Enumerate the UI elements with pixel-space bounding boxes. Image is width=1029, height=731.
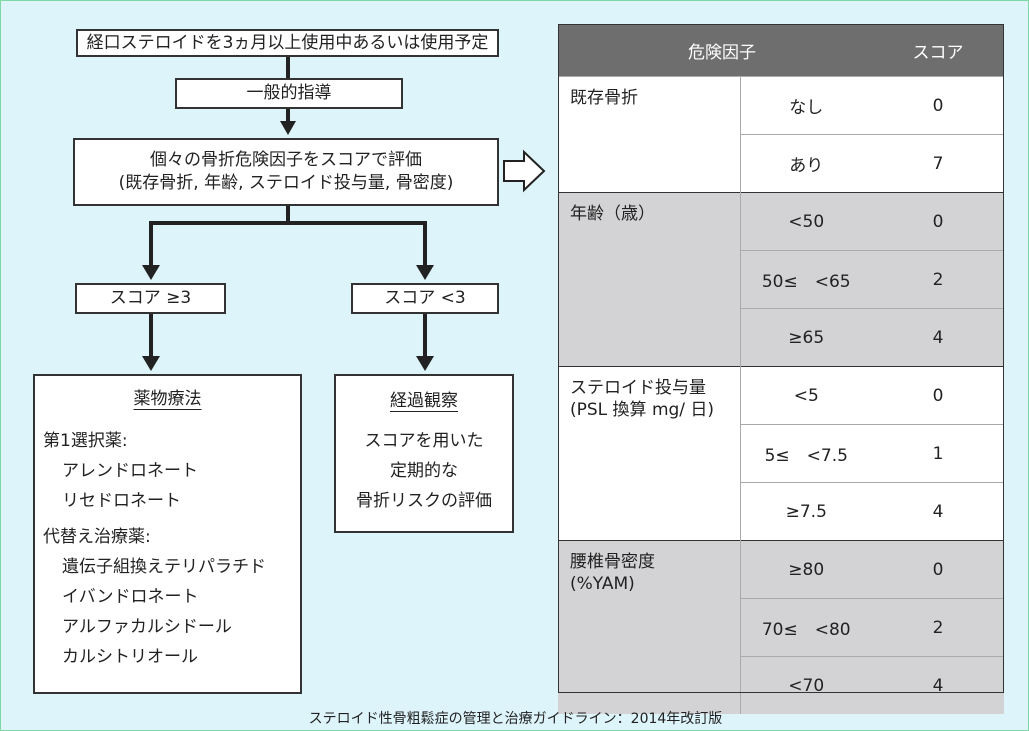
score-cell: 4 <box>872 482 1004 541</box>
score-cell: 0 <box>872 192 1004 251</box>
range-cell: ≥7.5 <box>740 482 872 541</box>
range-cell: 70≤ <80 <box>740 598 872 657</box>
drug-item: カルシトリオール <box>62 647 198 667</box>
source-caption: ステロイド性骨粗鬆症の管理と治療ガイドライン：2014年改訂版 <box>308 711 723 727</box>
drug-therapy-title: 薬物療法 <box>33 384 302 414</box>
arrow-head <box>142 356 160 371</box>
observation-line: 定期的な <box>390 461 458 481</box>
risk-factor-cell: 既存骨折 <box>558 76 741 193</box>
range-cell: <70 <box>740 656 872 714</box>
drug-title-text: 薬物療法 <box>133 389 202 409</box>
first-choice-label: 第1選択薬: <box>43 431 128 451</box>
drug-item: アレンドロネート <box>62 461 198 481</box>
arrow-head <box>416 356 434 371</box>
arrow-head <box>416 265 434 280</box>
score-high-box: スコア ≥3 <box>75 283 226 314</box>
drug-item: リセドロネート <box>62 491 181 511</box>
score-cell: 0 <box>872 366 1004 425</box>
header-score: スコア <box>872 24 1004 77</box>
score-cell: 2 <box>872 250 1004 309</box>
score-cell: 0 <box>872 76 1004 135</box>
right-arrow-icon <box>503 149 546 193</box>
start-box: 経口ステロイドを3ヵ月以上使用中あるいは使用予定 <box>76 29 499 57</box>
drug-list: 第1選択薬: アレンドロネート リセドロネート 代替え治療薬: 遺伝子組換えテリ… <box>43 426 266 672</box>
score-cell: 4 <box>872 308 1004 367</box>
risk-factor-cell: ステロイド投与量 (PSL 換算 mg/ 日) <box>558 366 741 541</box>
range-cell: <5 <box>740 366 872 425</box>
range-cell: 50≤ <65 <box>740 250 872 309</box>
observation-title: 経過観察 <box>390 391 458 411</box>
arrow-head <box>280 121 296 135</box>
evaluate-line1: 個々の骨折危険因子をスコアで評価 <box>150 150 422 171</box>
risk-factor-cell: 年齢（歳） <box>558 192 741 367</box>
observation-box <box>334 374 514 533</box>
evaluate-line2: (既存骨折, 年齢, ステロイド投与量, 骨密度) <box>118 173 454 193</box>
score-cell: 7 <box>872 134 1004 193</box>
score-cell: 1 <box>872 424 1004 483</box>
observation-content: 経過観察 スコアを用いた 定期的な 骨折リスクの評価 <box>334 386 514 516</box>
score-cell: 2 <box>872 598 1004 657</box>
range-cell: ≥80 <box>740 540 872 599</box>
alternative-label: 代替え治療薬: <box>43 527 151 547</box>
header-risk-factor: 危険因子 <box>558 24 872 77</box>
range-cell: 5≤ <7.5 <box>740 424 872 483</box>
score-low-box: スコア <3 <box>351 283 499 314</box>
drug-item: アルファカルシドール <box>62 617 232 637</box>
score-cell: 0 <box>872 540 1004 599</box>
arrow-head <box>142 265 160 280</box>
range-cell: ≥65 <box>740 308 872 367</box>
range-cell: あり <box>740 134 872 193</box>
drug-item: イバンドロネート <box>62 587 199 607</box>
drug-item: 遺伝子組換えテリパラチド <box>62 557 266 577</box>
range-cell: なし <box>740 76 872 135</box>
range-cell: <50 <box>740 192 872 251</box>
general-guidance-box: 一般的指導 <box>175 78 403 109</box>
risk-factor-cell: 腰椎骨密度 (%YAM) <box>558 540 741 714</box>
drug-therapy-box <box>33 374 302 694</box>
observation-line: 骨折リスクの評価 <box>356 491 492 511</box>
evaluate-box: 個々の骨折危険因子をスコアで評価 (既存骨折, 年齢, ステロイド投与量, 骨密… <box>73 138 499 206</box>
score-cell: 4 <box>872 656 1004 714</box>
observation-line: スコアを用いた <box>364 431 484 451</box>
